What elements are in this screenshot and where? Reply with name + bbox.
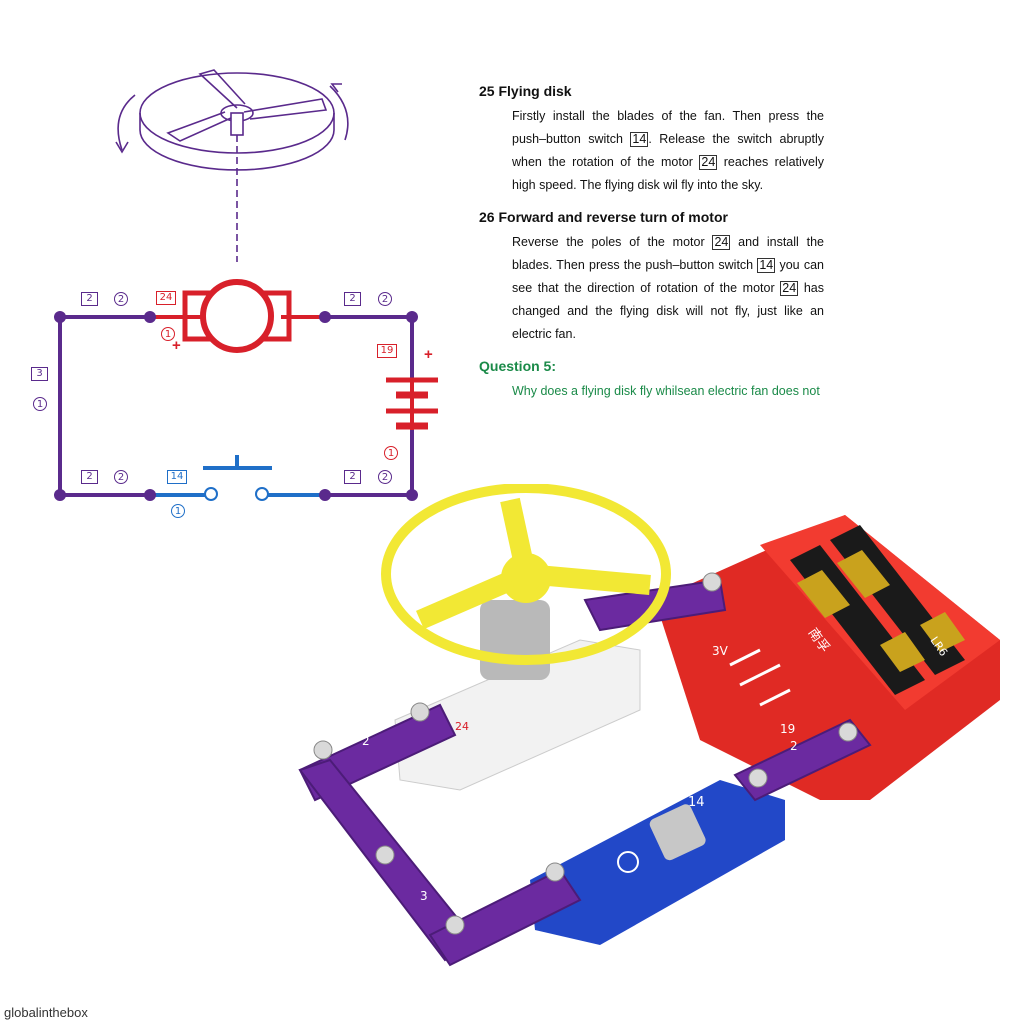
question-text: Why does a flying disk fly whilsean elec…: [512, 384, 820, 398]
top-right-part-label: 2: [344, 292, 361, 306]
circuit-nodes: [54, 311, 418, 501]
battery-block-label: 19: [780, 722, 795, 736]
instruction-text: 25 Flying disk Firstly install the blade…: [479, 83, 824, 415]
motor-block-label: 24: [455, 720, 469, 733]
snap-studs: [313, 572, 858, 935]
part-ref-box: 14: [630, 132, 649, 147]
section-26-text-2: and install the blades. Then press the p…: [512, 235, 824, 272]
section-26-title: 26 Forward and reverse turn of motor: [479, 209, 728, 225]
push-button-symbol: [203, 455, 272, 501]
yellow-fan-disk: [381, 484, 671, 665]
part-ref-box: 24: [699, 155, 718, 170]
section-25-text-1: Firstly install the blades of the fan. T…: [512, 109, 824, 146]
motor-plus-sign: +: [172, 337, 181, 354]
bottom-right-part-label: 2: [344, 470, 361, 484]
battery-holder: 3V 南孚 LR6 19: [655, 515, 1000, 800]
connector-label: 2: [790, 739, 798, 753]
product-photo: 3V 南孚 LR6 19 24 14 2 3 2 2: [298, 484, 1000, 967]
switch-node-label: 1: [171, 504, 185, 518]
bottom-right-node-label: 2: [378, 470, 392, 484]
section-26-body: Reverse the poles of the motor 24 and in…: [512, 231, 824, 346]
battery-node-label: 1: [384, 446, 398, 460]
battery-plus-sign: +: [424, 346, 433, 363]
section-26-text-4: has changed and the flying disk will not…: [512, 281, 824, 341]
top-left-node-label: 2: [114, 292, 128, 306]
section-25-title: 25 Flying disk: [479, 83, 572, 99]
battery-cells: [790, 525, 965, 695]
battery-part-label: 19: [377, 344, 397, 358]
bottom-left-node-label: 2: [114, 470, 128, 484]
section-26-text-3: you can see that the direction of rotati…: [512, 258, 824, 295]
section-25-text-2: . Release the switch abruptly when the r…: [512, 132, 824, 169]
switch-block-label: 14: [688, 795, 705, 810]
motor-node-label: 1: [161, 327, 175, 341]
connector-label: 2: [362, 734, 370, 748]
top-left-part-label: 2: [81, 292, 98, 306]
section-25-text-3: reaches relatively high speed. The flyin…: [512, 155, 825, 192]
top-right-node-label: 2: [378, 292, 392, 306]
motor-part-label: 24: [156, 291, 176, 305]
flying-disk-sketch: [115, 69, 349, 262]
connector-label: 2: [490, 884, 498, 898]
part-ref-box: 14: [757, 258, 776, 273]
section-25-body: Firstly install the blades of the fan. T…: [512, 105, 824, 197]
part-ref-box: 24: [780, 281, 799, 296]
motor-symbol: [182, 279, 292, 353]
switch-block: 14: [530, 780, 785, 945]
left-node-label: 1: [33, 397, 47, 411]
connector-label: 3: [420, 889, 428, 903]
circuit-diagram: [54, 69, 438, 501]
switch-part-label: 14: [167, 470, 187, 484]
battery-voltage-label: 3V: [712, 644, 729, 658]
section-26-text-1: Reverse the poles of the motor: [512, 235, 713, 249]
battery-symbol: [386, 377, 438, 430]
connector-labels: 2 3 2 2: [362, 734, 798, 903]
question-title: Question 5:: [479, 358, 557, 374]
left-part-label: 3: [31, 367, 48, 381]
part-ref-box: 24: [712, 235, 731, 250]
bottom-left-part-label: 2: [81, 470, 98, 484]
watermark: globalinthebox: [4, 1005, 88, 1020]
